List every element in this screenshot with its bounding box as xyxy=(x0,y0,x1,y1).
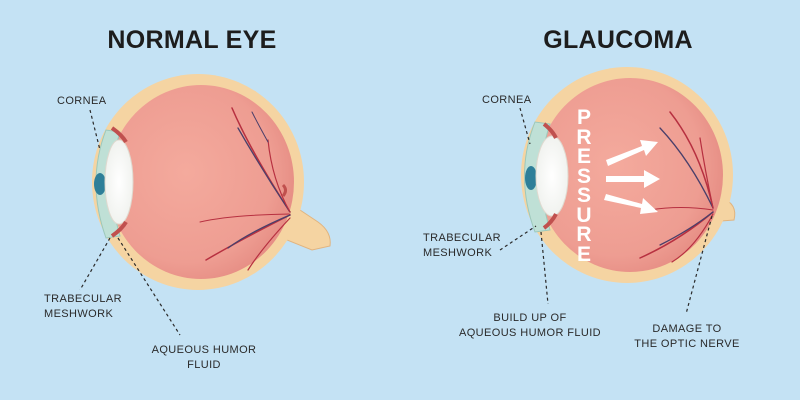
normal-eye-illustration xyxy=(92,74,331,290)
pressure-arrows xyxy=(604,140,660,214)
leader-line xyxy=(117,237,181,336)
pupil xyxy=(525,166,537,190)
pressure-letter: S xyxy=(576,164,591,188)
pressure-letter: U xyxy=(576,203,592,227)
pressure-letter: R xyxy=(576,223,592,246)
glaucoma-damage-label: DAMAGE TO THE OPTIC NERVE xyxy=(634,323,740,350)
pressure-label: P R E S S U R E xyxy=(569,106,599,266)
glaucoma-cornea-label: CORNEA xyxy=(482,94,532,106)
ciliary-body xyxy=(542,213,558,230)
ciliary-body xyxy=(110,126,128,144)
ciliary-body xyxy=(110,220,128,238)
normal-aqueous-label: AQUEOUS HUMOR FLUID xyxy=(151,344,257,371)
pressure-letter: P xyxy=(576,106,591,129)
glaucoma-title: GLAUCOMA xyxy=(543,26,693,54)
arrow-icon xyxy=(606,140,658,166)
normal-cornea-label: CORNEA xyxy=(57,95,107,107)
pupil xyxy=(94,173,106,195)
pressure-letter: R xyxy=(576,125,592,149)
leader-line xyxy=(540,231,549,305)
leader-line xyxy=(89,109,101,151)
ciliary-body xyxy=(542,122,558,139)
leader-line xyxy=(519,107,531,145)
pressure-letter: S xyxy=(576,184,591,207)
lens xyxy=(535,135,569,217)
leader-line xyxy=(499,225,537,251)
glaucoma-buildup-label: BUILD UP OF AQUEOUS HUMOR FLUID xyxy=(458,312,602,339)
lens xyxy=(104,139,134,225)
arrow-icon xyxy=(604,194,658,214)
pressure-letter: E xyxy=(576,242,591,266)
glaucoma-eye-illustration xyxy=(521,67,736,283)
retinal-vessels xyxy=(199,107,291,271)
leader-line xyxy=(79,237,111,291)
leader-line xyxy=(685,215,713,315)
vitreous-body xyxy=(108,85,294,279)
vitreous-body xyxy=(537,78,723,272)
glaucoma-trabecular-label: TRABECULAR MESHWORK xyxy=(423,232,501,259)
normal-eye-title: NORMAL EYE xyxy=(107,26,277,54)
arrow-icon xyxy=(606,170,660,188)
retina-spot xyxy=(281,183,287,197)
pressure-letter: E xyxy=(576,145,591,168)
normal-trabecular-label: TRABECULAR MESHWORK xyxy=(44,293,122,320)
